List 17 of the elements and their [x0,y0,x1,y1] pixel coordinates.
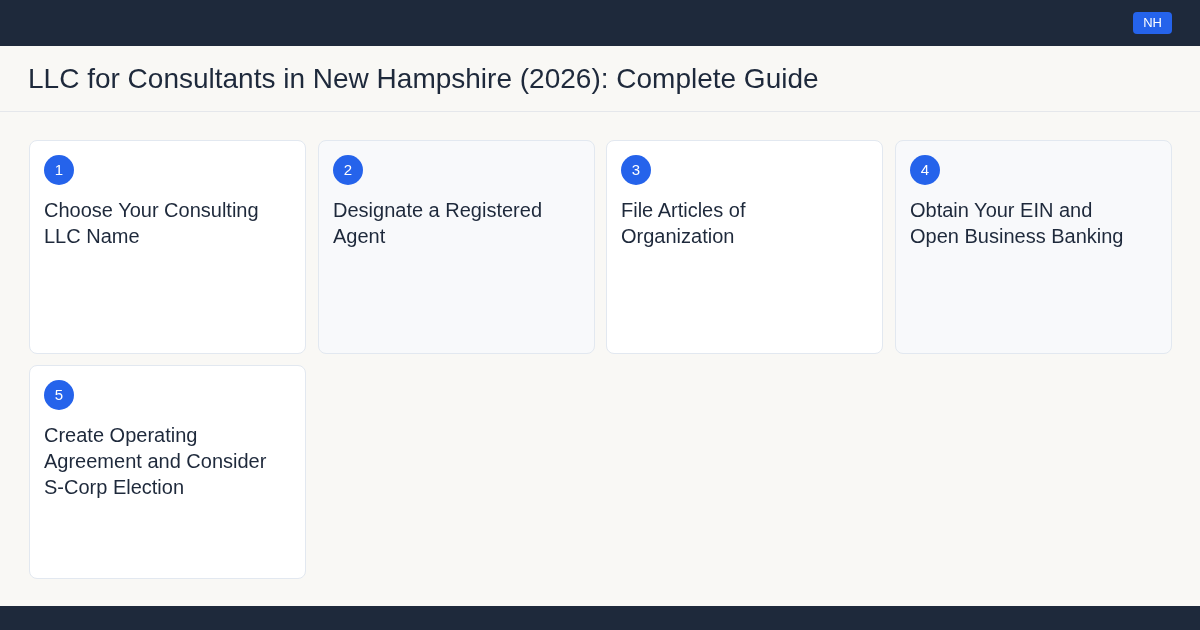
step-number: 5 [44,380,74,410]
step-number: 2 [333,155,363,185]
step-card [318,140,595,354]
step-card [895,140,1172,354]
step-number: 4 [910,155,940,185]
step-number: 3 [621,155,651,185]
step-title: Designate a Registered Agent [333,198,543,249]
state-badge: NH [1133,12,1172,34]
step-title: Create Operating Agreement and Consider S-Corp Election [44,423,268,500]
page-title: LLC for Consultants in New Hampshire (2026): Complete Guide [28,63,819,95]
step-card [29,140,306,354]
step-number: 1 [44,155,74,185]
step-title: File Articles of Organization [621,198,747,249]
step-title: Choose Your Consulting LLC Name [44,198,260,249]
step-title: Obtain Your EIN and Open Business Banking [910,198,1125,249]
step-card [606,140,883,354]
step-card [29,365,306,579]
